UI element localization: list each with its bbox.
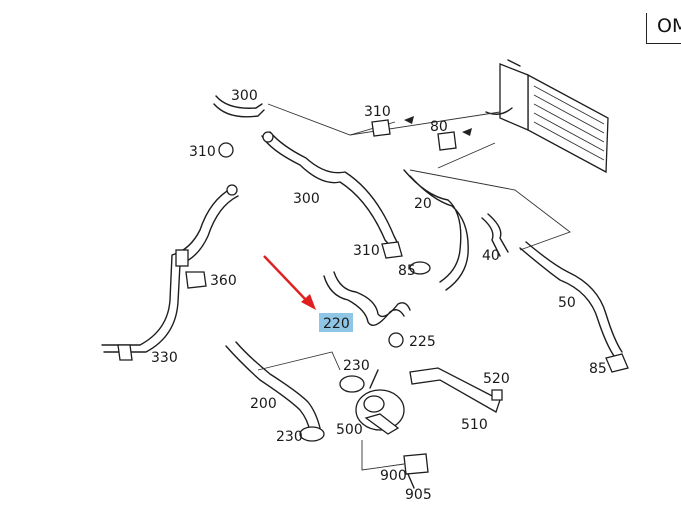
- hose-40[interactable]: [481, 213, 509, 257]
- radiator[interactable]: [485, 59, 609, 174]
- callout-310[interactable]: 310: [189, 144, 216, 160]
- connector-900[interactable]: [403, 453, 429, 475]
- hose-300-upper[interactable]: [213, 95, 265, 118]
- corner-label: OM: [657, 15, 681, 37]
- callout-500[interactable]: 500: [336, 422, 363, 438]
- callout-200[interactable]: 200: [250, 396, 277, 412]
- hose-300-lower[interactable]: [261, 131, 399, 249]
- clamp-310-upper[interactable]: [371, 119, 391, 137]
- callout-85[interactable]: 85: [589, 361, 607, 377]
- clamp-230-lower[interactable]: [299, 426, 325, 442]
- callout-85[interactable]: 85: [398, 263, 416, 279]
- clamp: [117, 344, 133, 361]
- clamp-310-ring[interactable]: [218, 142, 234, 158]
- hose-200[interactable]: [225, 341, 321, 433]
- clamp-360[interactable]: [185, 271, 207, 289]
- callout-310[interactable]: 310: [353, 243, 380, 259]
- callout-225[interactable]: 225: [409, 334, 436, 350]
- bracket-510[interactable]: [409, 367, 501, 413]
- clamp-85-lower[interactable]: [605, 353, 629, 373]
- callout-310[interactable]: 310: [364, 104, 391, 120]
- callout-520[interactable]: 520: [483, 371, 510, 387]
- direction-arrow-a: [404, 116, 414, 124]
- pipe-330[interactable]: [101, 187, 239, 353]
- callout-220[interactable]: 220: [323, 316, 350, 332]
- clamp-230-upper[interactable]: [339, 375, 365, 393]
- pointer-arrow-head: [301, 294, 316, 310]
- callout-80[interactable]: 80: [430, 119, 448, 135]
- callout-220-highlight: [319, 313, 353, 332]
- water-pump-500[interactable]: [355, 369, 405, 435]
- callout-510[interactable]: 510: [461, 417, 488, 433]
- callout-300[interactable]: 300: [293, 191, 320, 207]
- clamp-225[interactable]: [388, 332, 404, 348]
- bracket: [175, 249, 189, 267]
- hose-220[interactable]: [323, 271, 411, 326]
- clamp-310-lower[interactable]: [381, 241, 403, 259]
- callout-230[interactable]: 230: [343, 358, 370, 374]
- hose-50[interactable]: [519, 241, 623, 357]
- bolt-520[interactable]: [491, 389, 503, 401]
- callout-50[interactable]: 50: [558, 295, 576, 311]
- callout-330[interactable]: 330: [151, 350, 178, 366]
- clamp: [226, 184, 238, 196]
- clamp-80[interactable]: [437, 131, 457, 151]
- callout-300[interactable]: 300: [231, 88, 258, 104]
- callout-230[interactable]: 230: [276, 429, 303, 445]
- pointer-arrow: [263, 255, 307, 301]
- corner-frame: [646, 13, 681, 44]
- clamp: [262, 131, 274, 143]
- hose-20[interactable]: [403, 169, 469, 291]
- callout-40[interactable]: 40: [482, 248, 500, 264]
- callout-20[interactable]: 20: [414, 196, 432, 212]
- clamp-85-upper[interactable]: [409, 261, 431, 275]
- callout-360[interactable]: 360: [210, 273, 237, 289]
- direction-arrow-b: [462, 128, 472, 136]
- callout-905[interactable]: 905: [405, 487, 432, 503]
- callout-900[interactable]: 900: [380, 468, 407, 484]
